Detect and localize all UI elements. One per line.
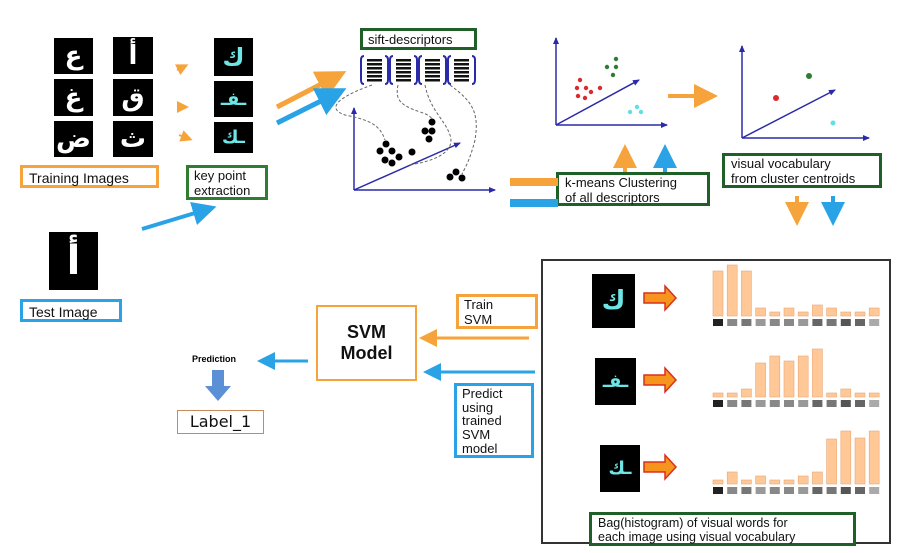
kmeans-axis-z	[555, 79, 640, 126]
predict-svm-label: Predict using trained SVM model	[454, 383, 534, 458]
centroid-cyan	[830, 120, 836, 126]
bag-label-line2: each image using visual vocabulary	[598, 530, 796, 545]
training-image-5: ض	[54, 121, 93, 157]
arrow-train-to-kp-1	[174, 64, 189, 76]
kmeans-points	[574, 56, 644, 115]
histogram-source-image-3: ـك	[600, 445, 640, 492]
training-image-1: ع	[54, 38, 93, 74]
predict-line2: using	[462, 399, 494, 415]
descriptor-icon	[360, 55, 389, 85]
descriptor-connectors	[335, 84, 477, 175]
keypoint-image-1: ك	[214, 38, 253, 76]
vocab-axis-z	[741, 89, 836, 139]
test-image-label: Test Image	[20, 299, 122, 322]
kmeans-label-line2: of all descriptors	[565, 189, 660, 205]
training-images-label: Training Images	[20, 165, 159, 188]
prediction-result: Label_1	[177, 410, 264, 434]
cluster-point-red	[575, 93, 581, 99]
keypoint-extraction-label: key point extraction	[186, 165, 268, 200]
svm-model-box: SVM Model	[316, 305, 417, 381]
cluster-point-red	[574, 85, 580, 91]
predict-line4: SVM	[462, 426, 491, 442]
keypoint-label-line2: extraction	[194, 182, 251, 198]
flow-bar-blue	[510, 199, 558, 207]
training-image-6: ث	[113, 121, 153, 157]
cluster-point-green	[604, 64, 610, 70]
cluster-point-cyan	[627, 109, 633, 115]
kmeans-label: k-means Clustering of all descriptors	[556, 172, 710, 206]
sift-axis-z	[353, 142, 461, 191]
cluster-point-red	[577, 77, 583, 83]
descriptor-icon	[418, 55, 447, 85]
arrow-kp-to-sift-blue	[275, 88, 347, 126]
cluster-point-red	[582, 95, 588, 101]
histogram-source-image-2: ـفـ	[595, 358, 636, 405]
svm-label-line2: Model	[340, 343, 393, 363]
bag-label-line1: Bag(histogram) of visual words for	[598, 516, 788, 530]
kmeans-label-line1: k-means Clustering	[565, 175, 677, 190]
arrow-kp-to-sift-orange	[275, 71, 347, 110]
training-image-4: ق	[113, 79, 153, 116]
arrow-train-to-kp-3	[178, 130, 193, 142]
predict-line3: trained	[462, 413, 502, 429]
keypoint-label-line1: key point	[194, 168, 247, 183]
prediction-down-arrow	[205, 370, 231, 401]
vocabulary-label-line1: visual vocabulary	[731, 156, 831, 171]
predict-line5: model	[462, 440, 498, 456]
test-image: أ	[49, 232, 98, 290]
arrow-test-to-kp	[141, 201, 217, 231]
train-svm-label: Train SVM	[456, 294, 538, 329]
training-image-2: أ	[113, 37, 153, 74]
cluster-point-cyan	[638, 109, 644, 115]
predict-line1: Predict	[462, 386, 503, 401]
cluster-point-green	[613, 56, 619, 62]
descriptor-icon	[447, 55, 476, 85]
svm-label-line1: SVM	[346, 322, 386, 343]
cluster-point-green	[613, 64, 619, 70]
descriptor-icons	[360, 55, 476, 85]
sift-points	[376, 118, 466, 182]
keypoint-image-2: ـفـ	[214, 81, 253, 117]
sift-descriptors-label: sift-descriptors	[360, 28, 477, 50]
train-svm-line2: SVM	[464, 311, 493, 327]
vocabulary-label: visual vocabulary from cluster centroids	[722, 153, 882, 188]
training-image-3: غ	[54, 79, 93, 116]
centroid-green	[806, 73, 812, 79]
train-svm-line1: Train	[464, 297, 494, 312]
cluster-point-red	[588, 89, 594, 95]
descriptor-icon	[389, 55, 418, 85]
cluster-point-red	[597, 85, 603, 91]
cluster-point-red	[583, 85, 589, 91]
vocabulary-label-line2: from cluster centroids	[731, 170, 856, 186]
flow-bar-orange	[510, 178, 558, 186]
cluster-point-cyan	[634, 104, 640, 110]
prediction-label: Prediction	[192, 354, 237, 364]
keypoint-image-3: ـك	[214, 122, 253, 153]
histogram-source-image-1: ك	[592, 274, 635, 328]
centroid-red	[773, 95, 779, 101]
bag-of-words-label: Bag(histogram) of visual words for each …	[589, 512, 856, 546]
cluster-point-green	[610, 72, 616, 78]
